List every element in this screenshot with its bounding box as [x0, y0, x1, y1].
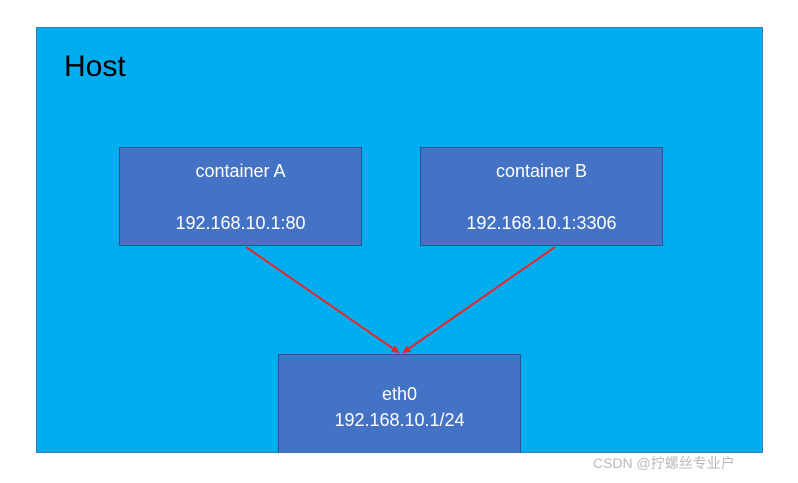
container-b-box: container B 192.168.10.1:3306: [420, 147, 663, 246]
container-a-box: container A 192.168.10.1:80: [119, 147, 362, 246]
container-a-address: 192.168.10.1:80: [175, 213, 306, 233]
eth0-name: eth0: [381, 384, 418, 404]
watermark-text: CSDN @拧螺丝专业户: [593, 455, 735, 471]
host-title: Host: [64, 50, 126, 83]
container-b-address: 192.168.10.1:3306: [466, 213, 617, 233]
container-a-name: container A: [195, 161, 286, 181]
container-b-name: container B: [495, 161, 588, 181]
eth0-box: eth0 192.168.10.1/24: [278, 354, 521, 453]
eth0-address: 192.168.10.1/24: [334, 410, 465, 430]
